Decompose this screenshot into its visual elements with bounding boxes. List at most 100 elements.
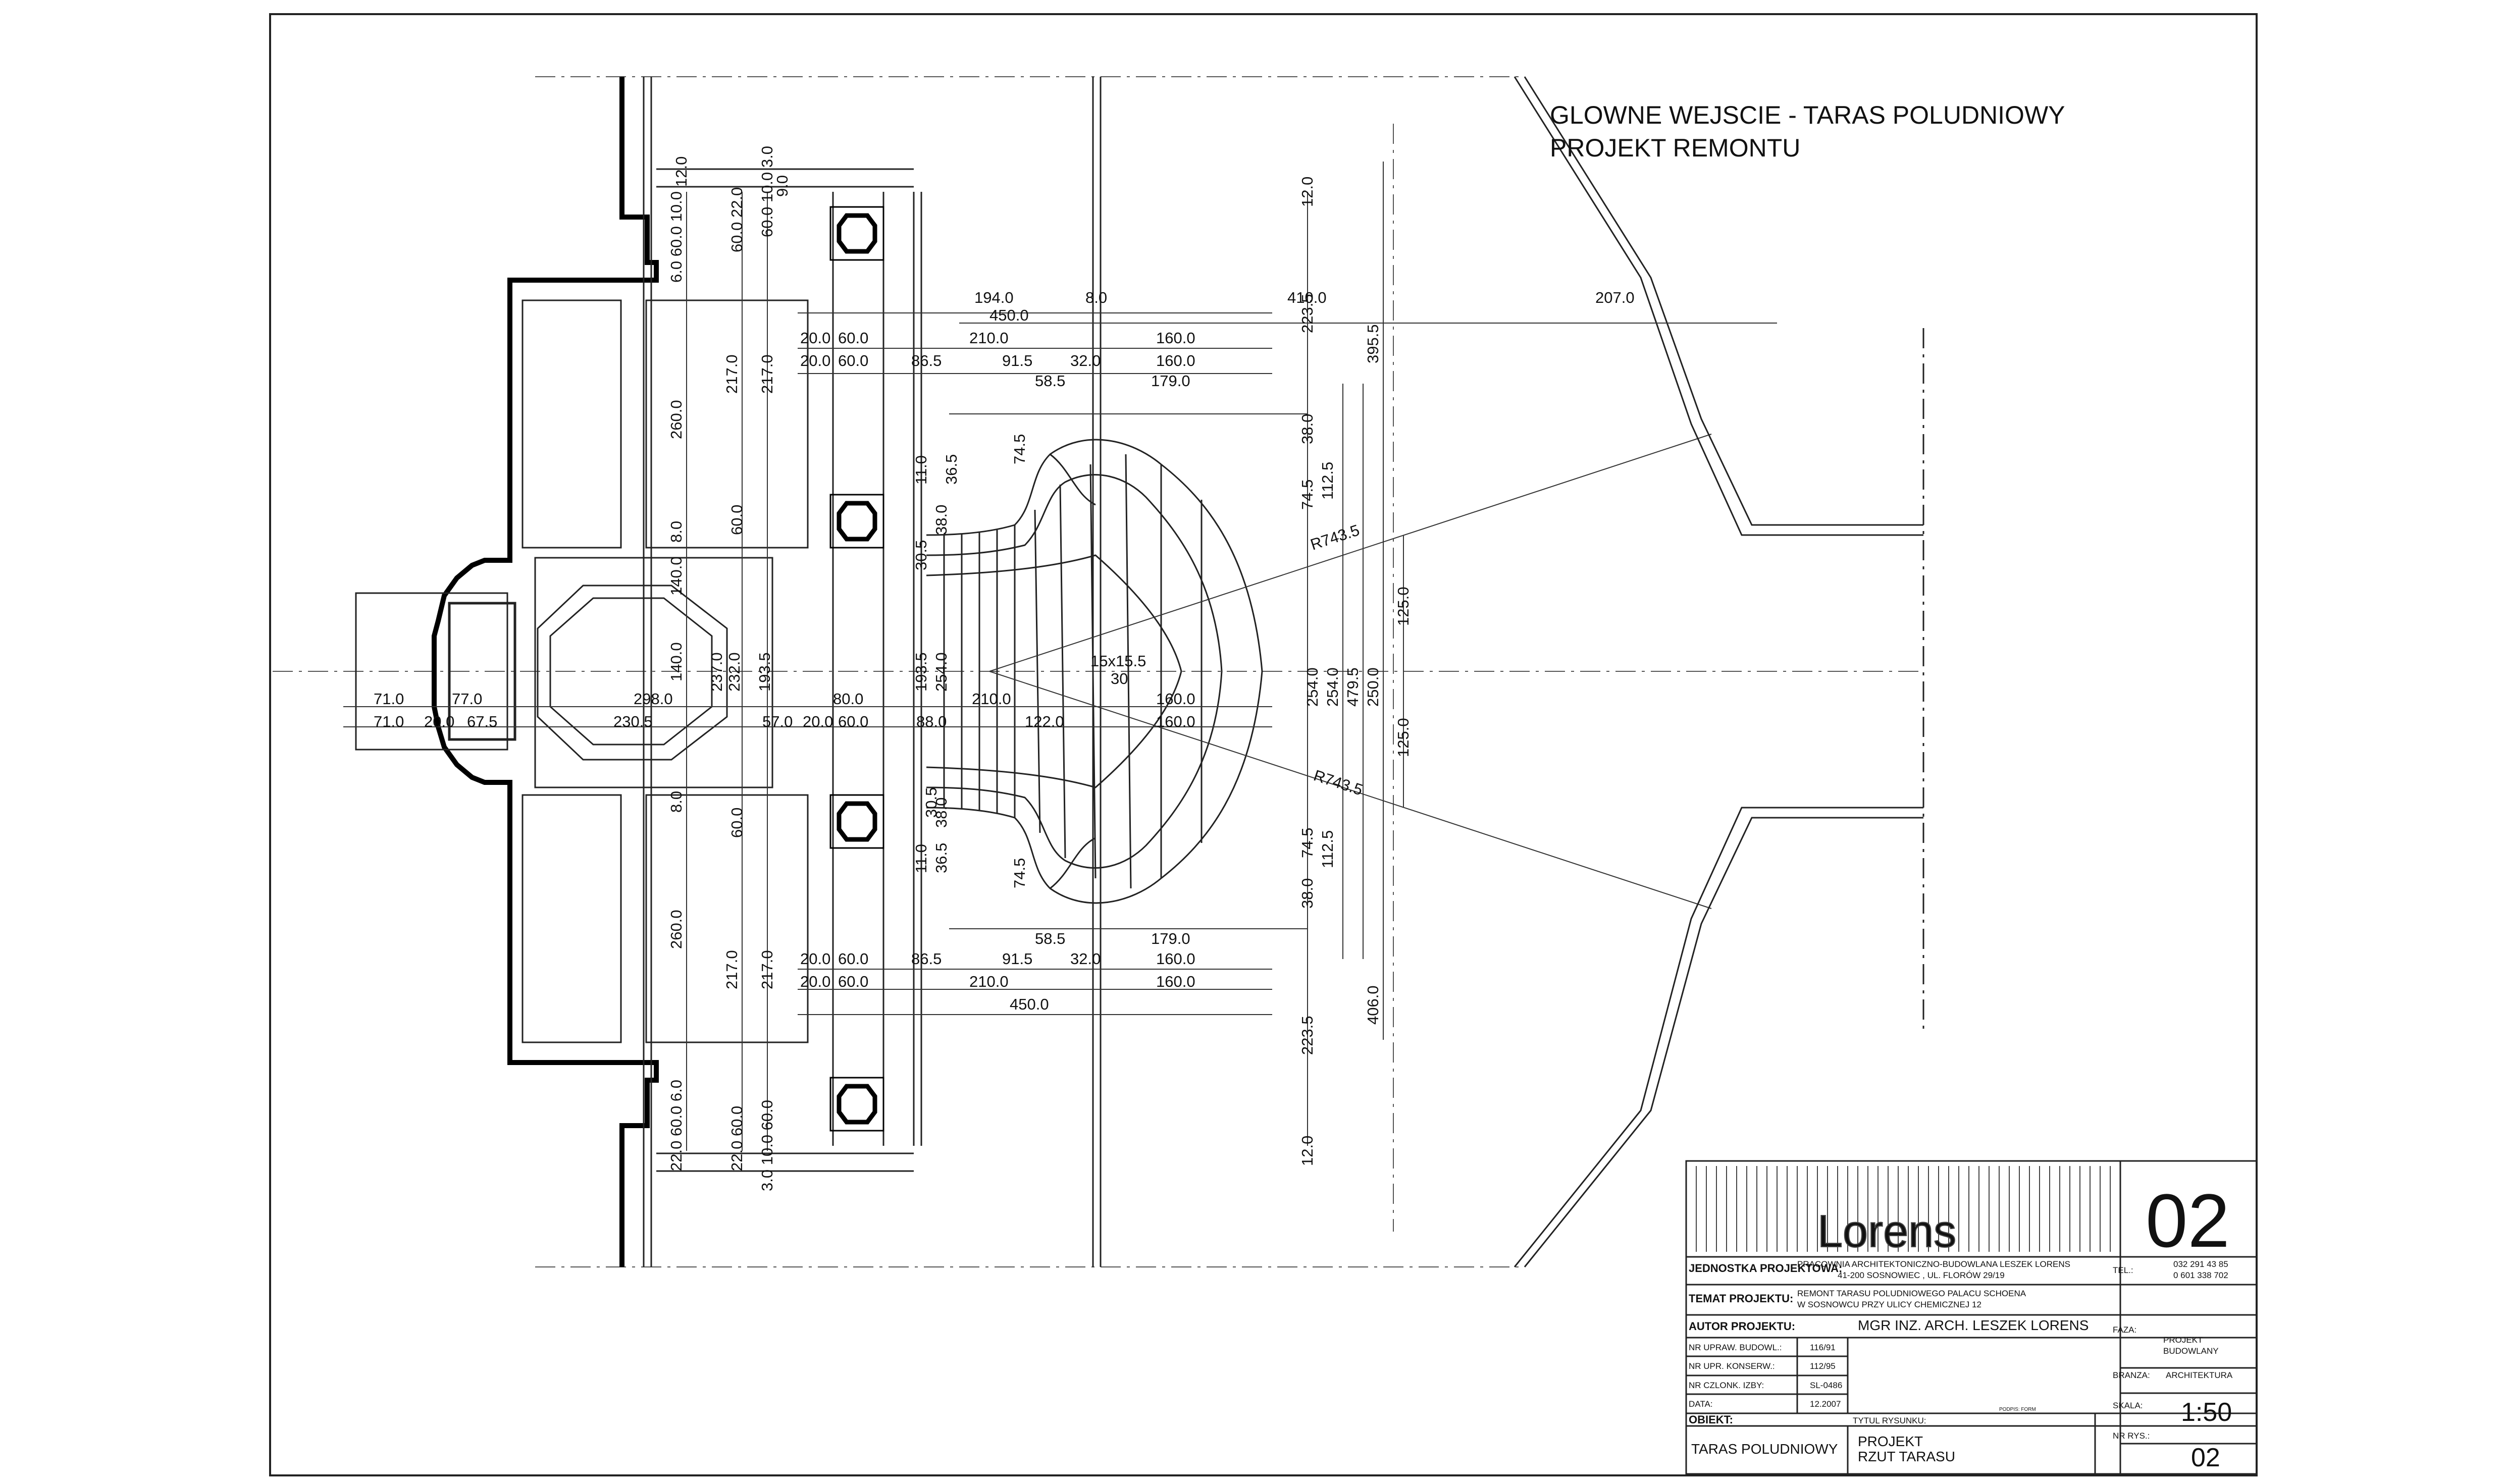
dim-210a: 210.0 (969, 329, 1009, 347)
curved-stair (926, 439, 1263, 904)
dim-col4: 22.0 60.0 6.0 (667, 1080, 685, 1171)
autor-label: AUTOR PROJEKTU: (1689, 1320, 1795, 1333)
dim-32a: 32.0 (1070, 352, 1101, 369)
dim-675: 67.5 (467, 713, 497, 730)
dim-585a: 58.5 (1035, 372, 1065, 390)
data-label: DATA: (1689, 1399, 1713, 1409)
dim-160f: 160.0 (1156, 973, 1195, 990)
dim-11b: 11.0 (912, 844, 930, 873)
dim-217a: 217.0 (723, 354, 741, 394)
dim-250: 250.0 (1364, 667, 1382, 707)
branza-label: BRANZA: (2113, 1370, 2150, 1380)
dim-305a: 30.5 (912, 540, 930, 570)
dim-210d: 210.0 (969, 973, 1009, 990)
dim-32b: 32.0 (1070, 950, 1101, 968)
dim-2235a: 223.5 (1298, 294, 1316, 333)
dim-col6: 3.0 10.0 60.0 (758, 1100, 776, 1191)
dim-179a: 179.0 (1151, 372, 1190, 390)
temat-line1: REMONT TARASU POLUDNIOWEGO PALACU SCHOEN… (1797, 1289, 2026, 1298)
dim-232: 232.0 (725, 652, 743, 692)
dimension-lines (343, 162, 1777, 1151)
sheet-border (269, 13, 2258, 1476)
dim-160b: 160.0 (1156, 352, 1195, 369)
dim-217c: 217.0 (723, 950, 741, 989)
firm-name: PRACOWNIA ARCHITEKTONICZNO-BUDOWLANA LES… (1797, 1259, 2070, 1269)
dim-260b: 260.0 (667, 910, 685, 949)
dim-160d: 160.0 (1156, 713, 1195, 730)
column-2 (829, 494, 884, 549)
autor-value: MGR INZ. ARCH. LESZEK LORENS (1858, 1317, 2089, 1333)
dim-395: 395.5 (1364, 324, 1382, 363)
dim-745c: 74.5 (1011, 434, 1028, 464)
dim-60e: 60.0 (838, 950, 868, 968)
dim-20e: 20.0 (800, 950, 830, 968)
dim-12b: 12.0 (1298, 1136, 1316, 1166)
stair-count-label: 30 (1111, 670, 1128, 687)
nr-czlonk-value: SL-0486 (1810, 1381, 1842, 1390)
dim-38a: 38.0 (1298, 414, 1316, 444)
branza-value: ARCHITEKTURA (2166, 1370, 2233, 1380)
podpis-label: PODPIS: FORM (1999, 1407, 2036, 1412)
tytul-value2: RZUT TARASU (1858, 1449, 1955, 1464)
faza-label: FAZA: (2113, 1325, 2136, 1335)
dim-4795: 479.5 (1344, 667, 1362, 707)
nr-konserw-label: NR UPR. KONSERW.: (1689, 1361, 1775, 1371)
dim-2235b: 223.5 (1298, 1016, 1316, 1055)
skala-label: SKALA: (2113, 1401, 2143, 1410)
dim-60c: 60.0 (838, 713, 868, 730)
dim-125b: 125.0 (1394, 718, 1412, 757)
column-4 (829, 1077, 884, 1132)
dim-60a: 60.0 (838, 329, 868, 347)
dim-254a: 254.0 (1303, 667, 1321, 707)
dim-77: 77.0 (452, 690, 482, 708)
dim-210c: 210.0 (972, 690, 1011, 708)
faza-value2: BUDOWLANY (2163, 1346, 2219, 1356)
dim-410: 410.0 (1287, 289, 1327, 306)
drawing-title-line2: PROJEKT REMONTU (1550, 134, 1800, 162)
dim-60f: 60.0 (838, 973, 868, 990)
dim-217d: 217.0 (758, 950, 776, 989)
dim-col3: 60.0 10.0 3.0 (758, 146, 776, 237)
dim-2305: 230.5 (613, 713, 653, 730)
firm-address: 41-200 SOSNOWIEC , UL. FLORÓW 29/19 (1838, 1270, 2005, 1280)
dim-254b: 254.0 (1324, 667, 1341, 707)
tel-2: 0 601 338 702 (2173, 1270, 2228, 1280)
dim-12a: 12.0 (1298, 177, 1316, 207)
dim-450: 450.0 (989, 306, 1029, 324)
dim-140b: 140.0 (667, 642, 685, 681)
dim-8b: 8.0 (667, 791, 685, 813)
dim-11a: 11.0 (912, 455, 930, 485)
dim-38b: 38.0 (1298, 878, 1316, 909)
stair-size-label: 15x15.5 (1090, 652, 1146, 670)
dim-254c: 254.0 (932, 652, 950, 692)
dim-col7: 12.0 (672, 156, 690, 187)
faza-value1: PROJEKT (2163, 1335, 2203, 1345)
nr-czlonk-label: NR CZLONK. IZBY: (1689, 1381, 1764, 1390)
dim-1125b: 112.5 (1319, 830, 1336, 868)
terrace-edge (1514, 76, 1924, 1267)
radius-lines (989, 434, 1712, 909)
dim-450b: 450.0 (1010, 995, 1049, 1013)
radius-lower-label: R743.5 (1312, 766, 1365, 799)
dim-col5: 22.0 60.0 (728, 1106, 746, 1171)
dim-298: 298.0 (634, 690, 673, 708)
dim-122: 122.0 (1025, 713, 1064, 730)
radius-upper-label: R743.5 (1308, 521, 1362, 553)
dim-160a: 160.0 (1156, 329, 1195, 347)
company-logo (1696, 1166, 2111, 1252)
dim-71a: 71.0 (374, 690, 404, 708)
dim-20b: 20.0 (800, 352, 830, 369)
dim-865b: 86.5 (911, 950, 942, 968)
tel-label: TEL.: (2113, 1265, 2133, 1275)
obiekt-value: TARAS POLUDNIOWY (1691, 1441, 1838, 1457)
dim-88: 88.0 (916, 713, 947, 730)
temat-label: TEMAT PROJEKTU: (1689, 1292, 1793, 1305)
dim-365b: 36.5 (932, 843, 950, 873)
dim-160c: 160.0 (1156, 690, 1195, 708)
dim-20d: 20.0 (803, 713, 833, 730)
dim-406: 406.0 (1364, 985, 1382, 1025)
dim-140a: 140.0 (667, 556, 685, 596)
tytul-value1: PROJEKT (1858, 1434, 1923, 1449)
dim-745a: 74.5 (1298, 480, 1316, 510)
